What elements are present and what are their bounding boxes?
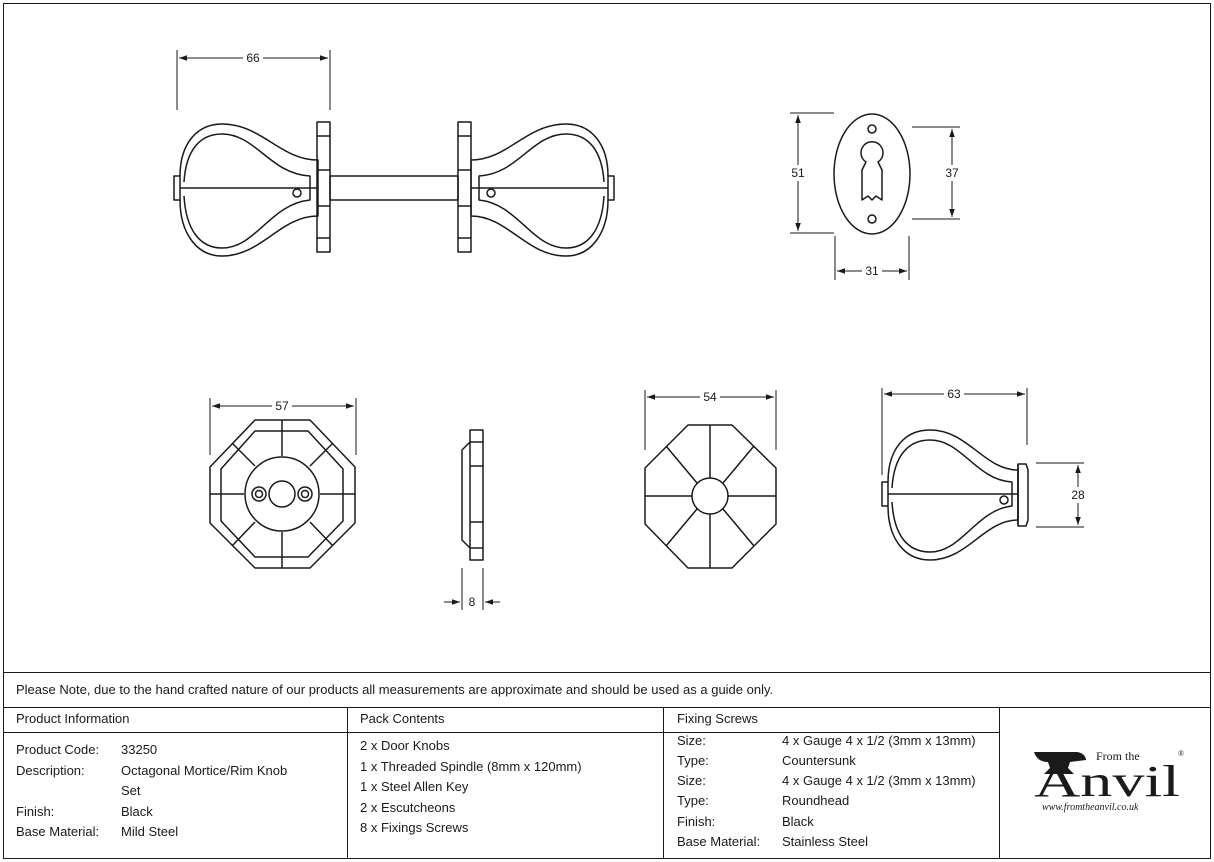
fixing-screws-heading: Fixing Screws xyxy=(677,711,758,726)
finish-label: Finish: xyxy=(16,804,55,819)
dim-31: 31 xyxy=(865,264,879,278)
screw-size-label: Size: xyxy=(677,733,706,748)
pack-item: 1 x Threaded Spindle (8mm x 120mm) xyxy=(360,759,582,774)
rose-side-view xyxy=(444,429,500,610)
left-knob xyxy=(173,121,331,257)
pack-item: 1 x Steel Allen Key xyxy=(360,779,469,794)
logo-url: www.fromtheanvil.co.uk xyxy=(1042,802,1139,813)
finish-value: Black xyxy=(121,804,153,819)
pack-item: 8 x Fixings Screws xyxy=(360,820,469,835)
screw-type-label: Type: xyxy=(677,793,709,808)
dim-57: 57 xyxy=(275,399,289,413)
screw-size-value: 4 x Gauge 4 x 1/2 (3mm x 13mm) xyxy=(782,733,976,748)
heading-bottom-rule xyxy=(3,732,999,733)
product-code-label: Product Code: xyxy=(16,742,100,757)
dim-66: 66 xyxy=(246,51,260,65)
dim-51: 51 xyxy=(791,166,805,180)
screw-material-value: Stainless Steel xyxy=(782,834,868,849)
screw-size-value: 4 x Gauge 4 x 1/2 (3mm x 13mm) xyxy=(782,773,976,788)
spindle xyxy=(329,175,459,201)
knob-set-side-view xyxy=(173,50,615,257)
rose-front-view xyxy=(209,398,357,569)
dim-8: 8 xyxy=(469,595,476,609)
base-material-value: Mild Steel xyxy=(121,824,179,839)
from-the-anvil-logo: From the ® Anvil www.fromtheanvil.co.uk xyxy=(1034,749,1184,813)
anvil-icon xyxy=(1034,752,1086,774)
measurement-note: Please Note, due to the hand crafted nat… xyxy=(16,682,774,697)
col-divider-1 xyxy=(347,707,348,859)
logo-registered: ® xyxy=(1178,749,1184,758)
logo-from-the: From the xyxy=(1096,749,1140,763)
note-bottom-rule xyxy=(3,707,1211,708)
screw-size-label: Size: xyxy=(677,773,706,788)
screw-type-value: Countersunk xyxy=(782,753,856,768)
screw-finish-label: Finish: xyxy=(677,814,716,829)
pack-item: 2 x Door Knobs xyxy=(360,738,450,753)
product-code-value: 33250 xyxy=(121,742,158,757)
right-knob xyxy=(457,121,615,257)
product-info-heading: Product Information xyxy=(16,711,130,726)
pack-item: 2 x Escutcheons xyxy=(360,800,456,815)
screw-finish-value: Black xyxy=(782,814,814,829)
drawing-sheet xyxy=(3,3,1211,859)
description-value: Octagonal Mortice/Rim Knob xyxy=(121,763,288,778)
titleblock-top-rule xyxy=(3,672,1211,673)
pack-contents-heading: Pack Contents xyxy=(360,711,445,726)
description-label: Description: xyxy=(16,763,85,778)
col-divider-3 xyxy=(999,707,1000,859)
dim-37: 37 xyxy=(945,166,959,180)
dim-28: 28 xyxy=(1071,488,1085,502)
screw-type-value: Roundhead xyxy=(782,793,850,808)
screw-type-label: Type: xyxy=(677,753,709,768)
screw-material-label: Base Material: xyxy=(677,834,761,849)
description-value-cont: Set xyxy=(121,783,141,798)
escutcheon-front-view xyxy=(790,112,960,280)
col-divider-2 xyxy=(663,707,664,859)
dim-54: 54 xyxy=(703,390,717,404)
base-material-label: Base Material: xyxy=(16,824,100,839)
logo-brand: Anvil xyxy=(1034,757,1180,806)
dim-63: 63 xyxy=(947,387,961,401)
cover-front-view xyxy=(644,390,777,569)
single-knob-side-view xyxy=(881,388,1084,561)
